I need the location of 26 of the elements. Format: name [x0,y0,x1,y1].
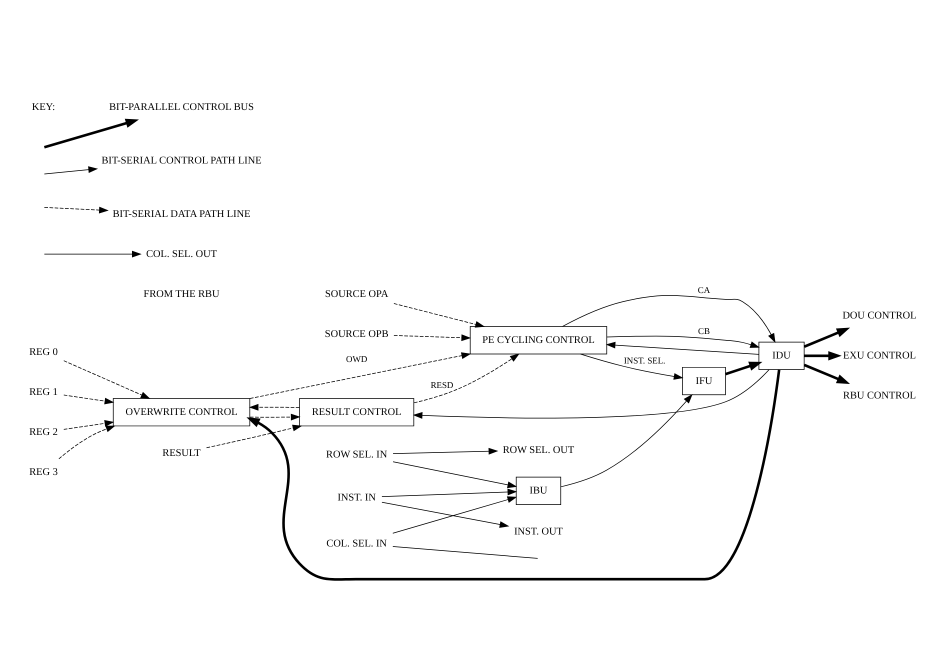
edge-label: INST. SEL. [624,355,666,366]
node-text: EXU CONTROL [843,350,916,362]
node-text: RBU CONTROL [843,390,916,402]
legend-label: BIT-SERIAL DATA PATH LINE [112,208,250,220]
node-text: REG 1 [29,386,58,398]
node-text: SOURCE OPA [324,288,388,300]
node-text: INST. OUT [514,526,563,537]
edge-label: OWD [346,354,368,364]
legend-label: BIT-SERIAL CONTROL PATH LINE [101,154,262,166]
label: FROM THE RBU [144,288,220,300]
node-text: REG 2 [29,426,58,438]
node-text: REG 0 [29,346,58,358]
node-text: ROW SEL. OUT [502,444,574,456]
node-text: COL. SEL. OUT [146,248,217,260]
edge-label: CA [698,284,710,295]
node-text: ROW SEL. IN [326,448,388,460]
node-text: SOURCE OPB [324,328,389,340]
legend-label: BIT-PARALLEL CONTROL BUS [109,101,254,112]
edge-label: RESD [430,380,454,390]
node-text: RESULT [162,447,201,458]
node-text: INST. IN [337,492,376,503]
node-text: REG 3 [29,466,58,478]
node-text: COL. SEL. IN [326,538,387,549]
node-text: DOU CONTROL [842,310,917,321]
edge-label: CB [698,325,710,336]
label: KEY: [32,101,56,112]
